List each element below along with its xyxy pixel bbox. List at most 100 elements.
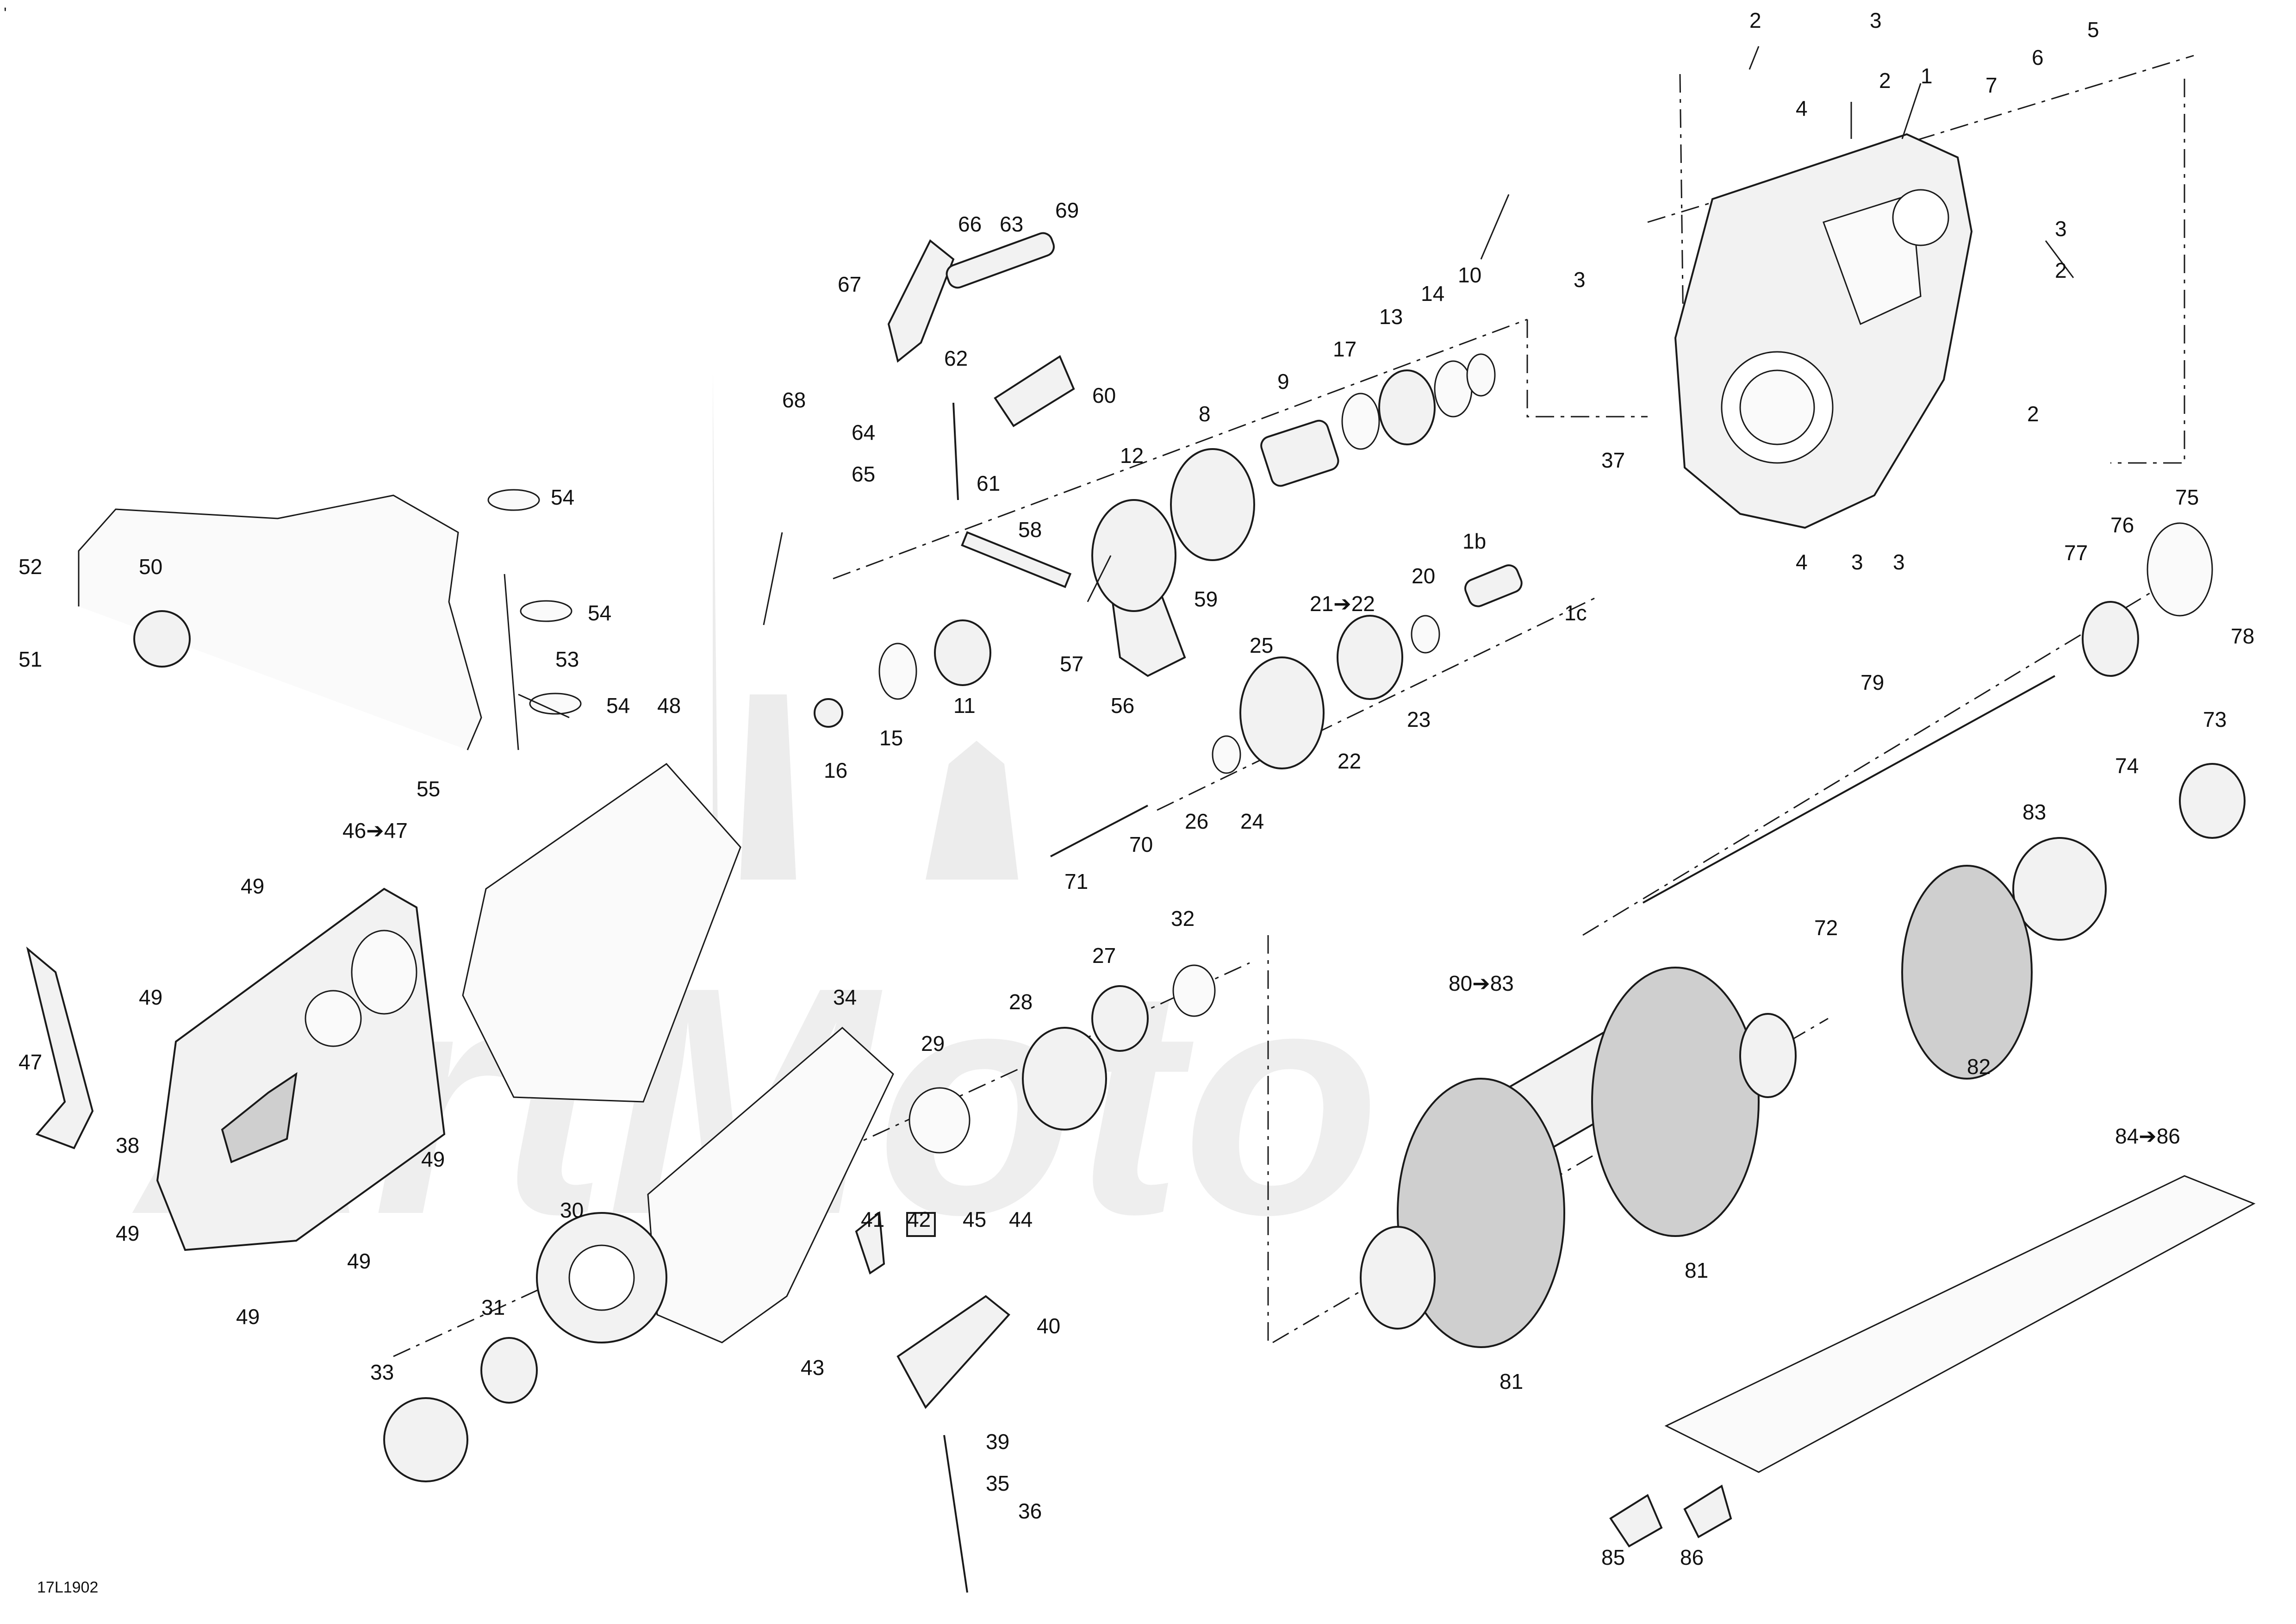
chain-tensioner <box>855 1211 1010 1593</box>
callout-42: 42 <box>907 1207 931 1231</box>
callout-12: 12 <box>1120 443 1144 468</box>
callout-31: 31 <box>481 1295 505 1319</box>
upper-shaft-components <box>814 353 1496 728</box>
corner-mark: ' <box>4 5 7 22</box>
callout-26: 26 <box>1185 809 1208 833</box>
callout-14: 14 <box>1421 281 1444 306</box>
callout-64: 64 <box>852 420 875 444</box>
callout-51: 51 <box>19 647 42 671</box>
callout-21-22: 21➔22 <box>1310 592 1375 616</box>
callout-17: 17 <box>1333 337 1356 361</box>
callout-23: 23 <box>1407 707 1431 731</box>
callout-75: 75 <box>2175 485 2199 509</box>
callout-83: 83 <box>2022 800 2046 824</box>
callout-20: 20 <box>1412 564 1435 588</box>
callout-39: 39 <box>986 1430 1009 1454</box>
callout-4: 4 <box>1796 96 1808 120</box>
callout-66: 66 <box>958 212 982 236</box>
callout-35: 35 <box>986 1471 1009 1495</box>
callout-47: 47 <box>19 1050 42 1074</box>
gearbox-housing <box>1674 133 1973 529</box>
callout-36: 36 <box>1018 1499 1042 1523</box>
drive-axle <box>1360 967 1797 1348</box>
callout-44: 44 <box>1009 1207 1033 1231</box>
callout-73: 73 <box>2203 707 2227 731</box>
callout-24: 24 <box>1240 809 1264 833</box>
callout-34: 34 <box>833 985 857 1009</box>
callout-79: 79 <box>1860 670 1884 694</box>
callout-54: 54 <box>606 693 630 718</box>
callout-54: 54 <box>551 485 574 509</box>
callout-50: 50 <box>139 555 162 579</box>
callout-22: 22 <box>1338 749 1361 773</box>
callout-69: 69 <box>1055 198 1079 222</box>
callout-86: 86 <box>1680 1545 1704 1569</box>
callout-3: 3 <box>2055 217 2067 241</box>
callout-4: 4 <box>1796 550 1808 574</box>
output-shaft <box>1643 522 2246 1080</box>
callout-30: 30 <box>560 1198 584 1222</box>
callout-43: 43 <box>801 1355 824 1380</box>
callout-68: 68 <box>782 388 806 412</box>
callout-15: 15 <box>879 726 903 750</box>
callout-13: 13 <box>1379 305 1403 329</box>
callouts: 1 1b 1c 2 2 2 2 3 3 3 3 3 4 4 5 6 7 8 9 … <box>19 8 2254 1569</box>
callout-3: 3 <box>1893 550 1905 574</box>
middle-shaft-components <box>1050 564 1523 857</box>
callout-9: 9 <box>1277 369 1289 394</box>
callout-25: 25 <box>1250 633 1273 657</box>
callout-52: 52 <box>19 555 42 579</box>
callout-1c: 1c <box>1564 601 1587 625</box>
callout-40: 40 <box>1037 1314 1060 1338</box>
callout-70: 70 <box>1129 832 1153 856</box>
callout-55: 55 <box>417 777 440 801</box>
callout-49: 49 <box>139 985 162 1009</box>
vent-tubes <box>78 489 582 750</box>
callout-33: 33 <box>370 1360 394 1384</box>
callout-76: 76 <box>2110 513 2134 537</box>
callout-8: 8 <box>1199 402 1211 426</box>
callout-1: 1 <box>1921 64 1933 88</box>
callout-45: 45 <box>963 1207 986 1231</box>
callout-81: 81 <box>1500 1369 1523 1393</box>
callout-77: 77 <box>2064 541 2088 565</box>
callout-57: 57 <box>1060 652 1083 676</box>
callout-82: 82 <box>1967 1055 1991 1079</box>
callout-78: 78 <box>2231 624 2254 648</box>
callout-81: 81 <box>1685 1258 1708 1282</box>
callout-54: 54 <box>588 601 611 625</box>
leader-lines <box>518 46 2074 718</box>
callout-16: 16 <box>824 758 847 782</box>
track-section <box>1609 1175 2256 1548</box>
callout-58: 58 <box>1018 518 1042 542</box>
lower-drive <box>383 964 1216 1482</box>
callout-6: 6 <box>2032 45 2044 69</box>
diagram-code: 17L1902 <box>37 1579 98 1596</box>
callout-61: 61 <box>977 471 1000 495</box>
shift-lever-assembly <box>887 232 1186 677</box>
callout-41: 41 <box>861 1207 884 1231</box>
callout-67: 67 <box>838 272 861 296</box>
callout-84-86: 84➔86 <box>2115 1124 2180 1148</box>
callout-3: 3 <box>1851 550 1863 574</box>
chain-case-cover <box>26 887 446 1251</box>
callout-49: 49 <box>241 874 264 898</box>
callout-38: 38 <box>116 1133 139 1157</box>
callout-65: 65 <box>852 462 875 486</box>
callout-46-47: 46➔47 <box>342 818 408 843</box>
callout-71: 71 <box>1064 869 1088 893</box>
callout-53: 53 <box>555 647 579 671</box>
callout-2: 2 <box>1749 8 1761 32</box>
callout-49: 49 <box>347 1249 371 1273</box>
callout-85: 85 <box>1601 1545 1625 1569</box>
callout-7: 7 <box>1985 73 1997 97</box>
callout-1b: 1b <box>1462 529 1486 553</box>
callout-49: 49 <box>236 1305 260 1329</box>
callout-80-83: 80➔83 <box>1449 971 1514 995</box>
callout-2: 2 <box>1879 69 1891 93</box>
callout-48: 48 <box>657 693 681 718</box>
callout-3: 3 <box>1870 8 1882 32</box>
callout-62: 62 <box>944 346 968 370</box>
callout-60: 60 <box>1092 383 1116 407</box>
